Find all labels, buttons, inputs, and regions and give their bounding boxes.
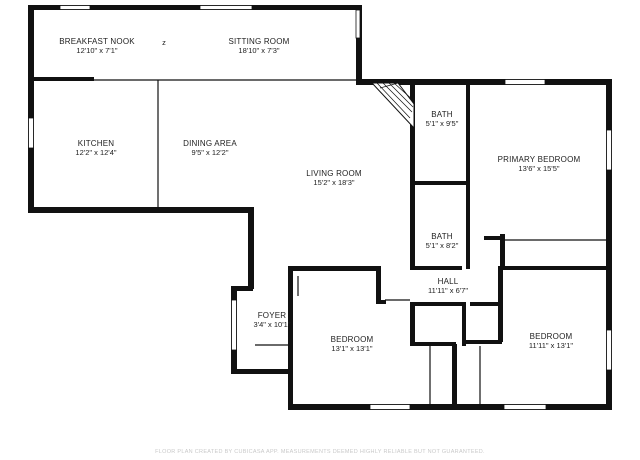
dining-area-name: DINING AREA xyxy=(183,139,237,148)
windows xyxy=(28,5,612,410)
bedroom-2-name: BEDROOM xyxy=(530,332,573,341)
bath-1-name: BATH xyxy=(431,110,453,119)
bath-2-dims: 5'1" x 8'2" xyxy=(426,241,459,250)
bedroom-1-name: BEDROOM xyxy=(331,335,374,344)
bedroom-1-dims: 13'1" x 13'1" xyxy=(331,344,372,353)
disclaimer-footer: FLOOR PLAN CREATED BY CUBICASA APP. MEAS… xyxy=(155,449,485,455)
marker-z: z xyxy=(162,38,166,47)
hall-dims: 11'11" x 6'7" xyxy=(428,286,468,295)
bath-1-dims: 5'1" x 9'5" xyxy=(426,119,459,128)
living-room-dims: 15'2" x 18'3" xyxy=(313,178,354,187)
breakfast-nook-name: BREAKFAST NOOK xyxy=(59,37,135,46)
primary-bedroom-dims: 13'6" x 15'5" xyxy=(518,164,559,173)
bath-2-name: BATH xyxy=(431,232,453,241)
bedroom-2-dims: 11'11" x 13'1" xyxy=(529,341,574,350)
interior-lines xyxy=(34,79,606,404)
living-room-name: LIVING ROOM xyxy=(306,169,362,178)
sitting-room-dims: 18'10" x 7'3" xyxy=(238,46,279,55)
stairs-icon xyxy=(370,82,415,130)
sitting-room-name: SITTING ROOM xyxy=(228,37,289,46)
room-labels: BREAKFAST NOOK 12'10" x 7'1" SITTING ROO… xyxy=(59,37,580,353)
foyer-dims: 3'4" x 10'1" xyxy=(254,320,291,329)
breakfast-nook-dims: 12'10" x 7'1" xyxy=(76,46,117,55)
walls xyxy=(28,5,612,410)
dining-area-dims: 9'5" x 12'2" xyxy=(192,148,229,157)
foyer-name: FOYER xyxy=(258,311,287,320)
primary-bedroom-name: PRIMARY BEDROOM xyxy=(498,155,581,164)
kitchen-name: KITCHEN xyxy=(78,139,115,148)
kitchen-dims: 12'2" x 12'4" xyxy=(75,148,116,157)
hall-name: HALL xyxy=(438,277,459,286)
